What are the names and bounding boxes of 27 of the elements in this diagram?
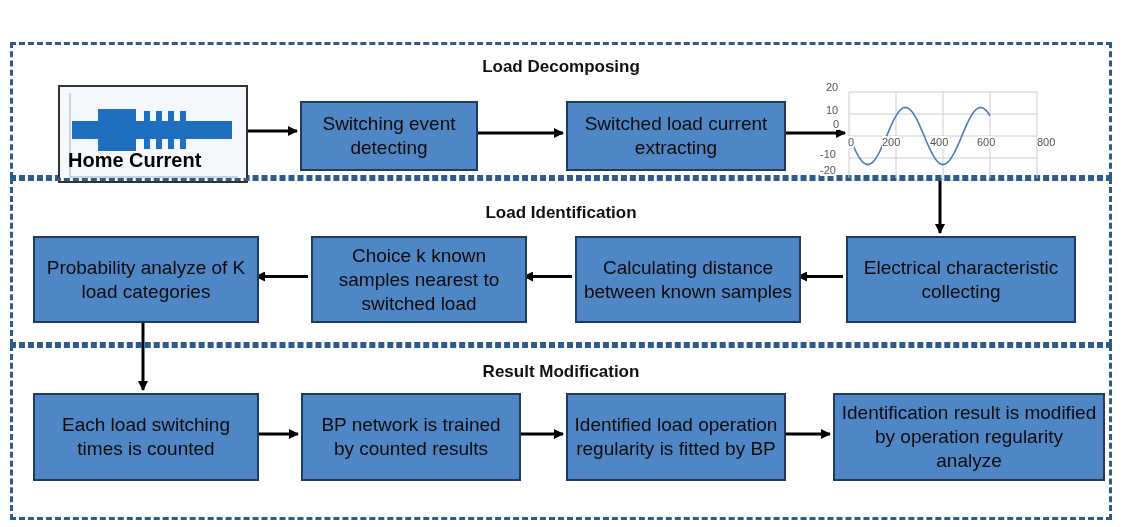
tick-label: -20 xyxy=(820,164,836,176)
tick-label: 800 xyxy=(1037,136,1056,148)
tick-label: 0 xyxy=(848,136,855,148)
section-title: Load Decomposing xyxy=(481,57,641,77)
process-box: Probability analyze of K load categories xyxy=(33,236,259,323)
process-box: Identification result is modified by operation regularity analyze xyxy=(833,393,1105,481)
tick-label: -10 xyxy=(820,148,836,160)
tick-label: 200 xyxy=(882,136,901,148)
section-title: Load Identification xyxy=(484,203,638,223)
tick-label: 20 xyxy=(826,81,839,93)
section-title: Result Modification xyxy=(481,362,641,382)
process-box: Calculating distance between known samples xyxy=(575,236,801,323)
section-band xyxy=(10,345,1112,520)
process-box: Switching event detecting xyxy=(300,101,478,171)
process-box: Each load switching times is counted xyxy=(33,393,259,481)
process-box: Identified load operation regularity is fitted by BP xyxy=(566,393,786,481)
tick-label: 400 xyxy=(930,136,949,148)
tick-label: 600 xyxy=(977,136,996,148)
process-box: Electrical characteristic collecting xyxy=(846,236,1076,323)
process-box: BP network is trained by counted results xyxy=(301,393,521,481)
picture-caption: Home Current xyxy=(68,149,202,172)
process-box: Choice k known samples nearest to switched load xyxy=(311,236,527,323)
arrow xyxy=(935,178,945,234)
tick-label: 10 xyxy=(826,104,839,116)
section-band xyxy=(10,178,1112,345)
process-box: Switched load current extracting xyxy=(566,101,786,171)
tick-label: 0 xyxy=(833,118,840,130)
